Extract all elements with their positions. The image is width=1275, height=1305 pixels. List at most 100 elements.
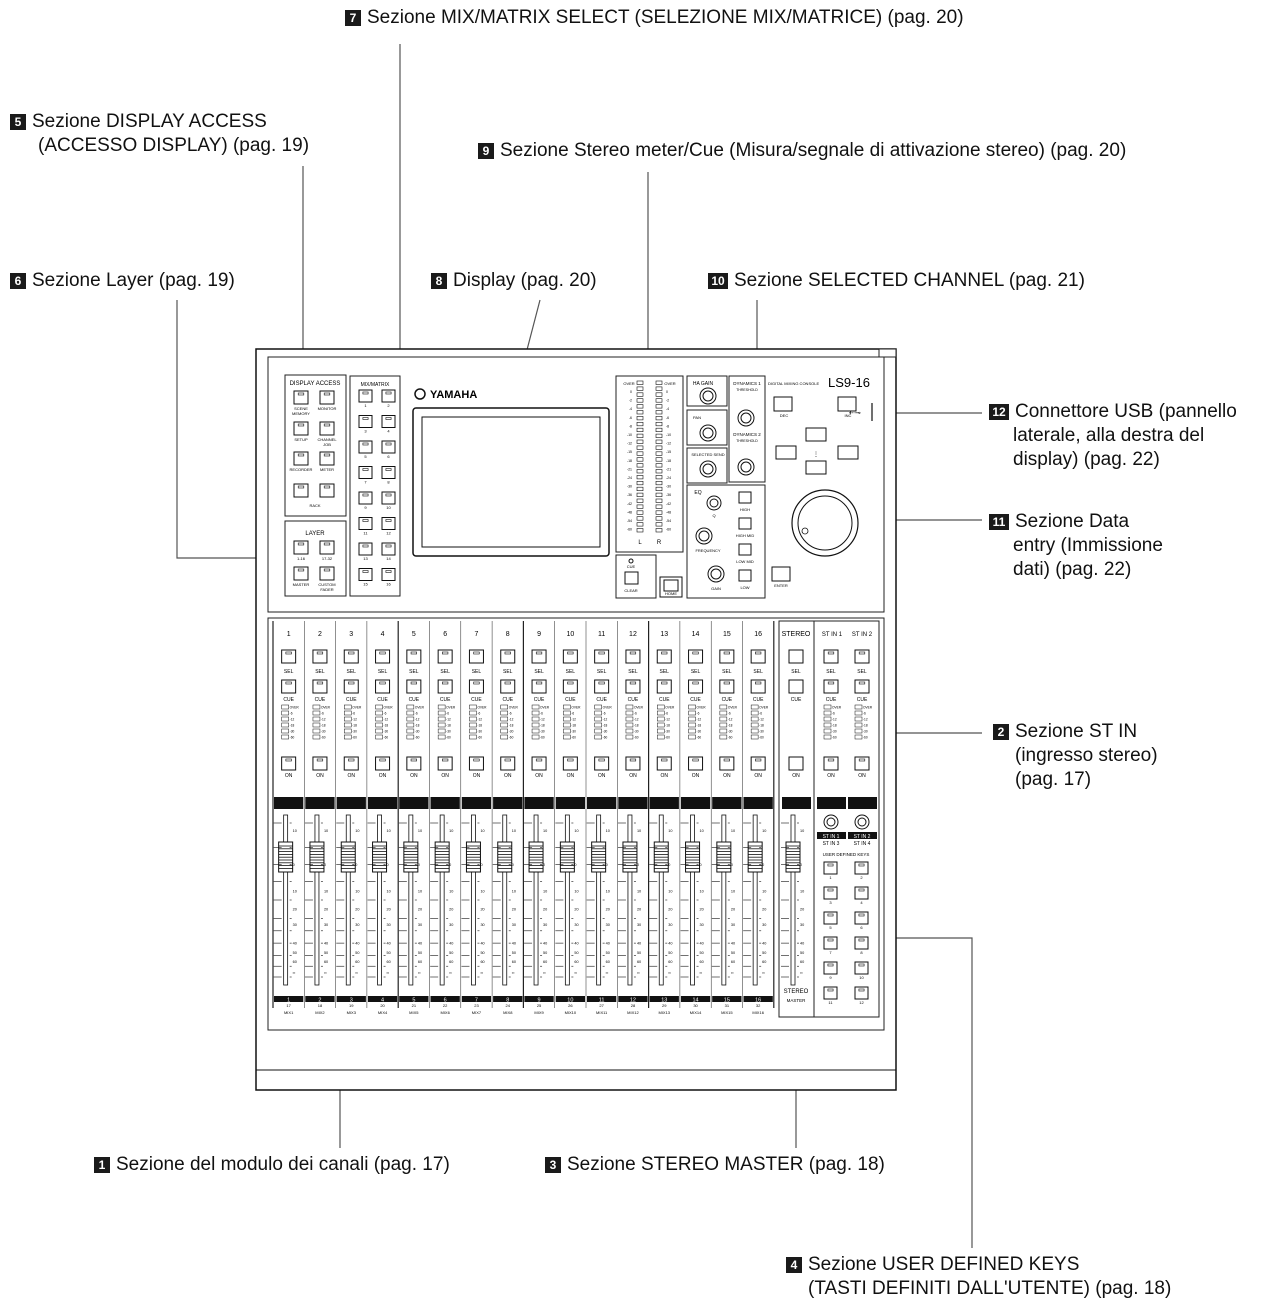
cue-button[interactable]: [625, 679, 641, 694]
fader-knob[interactable]: [747, 841, 763, 873]
cue-button[interactable]: [312, 679, 328, 694]
fader-knob[interactable]: [309, 841, 325, 873]
mix-matrix-key[interactable]: [381, 389, 396, 403]
sel-button[interactable]: [531, 649, 547, 664]
on-button[interactable]: [375, 756, 391, 771]
sel-button[interactable]: [719, 649, 735, 664]
user-defined-key[interactable]: [854, 961, 869, 975]
sel-button[interactable]: [750, 649, 766, 664]
fader-knob[interactable]: [340, 841, 356, 873]
cue-button[interactable]: [562, 679, 578, 694]
layer-key[interactable]: [319, 540, 335, 555]
on-button[interactable]: [500, 756, 516, 771]
sel-button[interactable]: [468, 649, 484, 664]
user-defined-key[interactable]: [823, 986, 838, 1000]
user-defined-key[interactable]: [823, 861, 838, 875]
cue-button[interactable]: [343, 679, 359, 694]
mix-matrix-key[interactable]: [358, 491, 373, 505]
user-defined-key[interactable]: [823, 886, 838, 900]
sel-button[interactable]: [281, 649, 297, 664]
st-in-cue-button[interactable]: [854, 679, 870, 694]
display-access-key[interactable]: [293, 451, 309, 466]
fader-knob[interactable]: [278, 841, 294, 873]
cue-button[interactable]: [656, 679, 672, 694]
cue-button[interactable]: [468, 679, 484, 694]
user-defined-key[interactable]: [854, 986, 869, 1000]
mix-matrix-key[interactable]: [381, 542, 396, 556]
fader-knob[interactable]: [528, 841, 544, 873]
on-button[interactable]: [281, 756, 297, 771]
cue-button[interactable]: [688, 679, 704, 694]
cue-button[interactable]: [406, 679, 422, 694]
fader-knob[interactable]: [591, 841, 607, 873]
fader-knob[interactable]: [559, 841, 575, 873]
user-defined-key[interactable]: [854, 886, 869, 900]
sel-button[interactable]: [656, 649, 672, 664]
fader-knob[interactable]: [403, 841, 419, 873]
mix-matrix-key[interactable]: [358, 542, 373, 556]
on-button[interactable]: [531, 756, 547, 771]
fader-knob[interactable]: [434, 841, 450, 873]
mix-matrix-key[interactable]: [381, 517, 396, 530]
sel-button[interactable]: [625, 649, 641, 664]
on-button[interactable]: [406, 756, 422, 771]
fader-knob[interactable]: [465, 841, 481, 873]
sel-button[interactable]: [562, 649, 578, 664]
fader-knob[interactable]: [372, 841, 388, 873]
mix-matrix-key[interactable]: [381, 415, 396, 428]
sel-button[interactable]: [312, 649, 328, 664]
st-in-cue-button[interactable]: [823, 679, 839, 694]
cue-button[interactable]: [500, 679, 516, 694]
cue-button[interactable]: [375, 679, 391, 694]
on-button[interactable]: [468, 756, 484, 771]
display-access-key[interactable]: [319, 421, 335, 436]
user-defined-key[interactable]: [854, 861, 869, 875]
on-button[interactable]: [688, 756, 704, 771]
mix-matrix-key[interactable]: [358, 568, 373, 581]
mix-matrix-key[interactable]: [381, 568, 396, 581]
layer-key[interactable]: [293, 566, 309, 581]
fader-knob[interactable]: [685, 841, 701, 873]
mix-matrix-key[interactable]: [381, 466, 396, 479]
user-defined-key[interactable]: [823, 911, 838, 925]
fader-knob[interactable]: [622, 841, 638, 873]
on-button[interactable]: [656, 756, 672, 771]
on-button[interactable]: [750, 756, 766, 771]
cue-button[interactable]: [437, 679, 453, 694]
mix-matrix-key[interactable]: [358, 517, 373, 530]
display-access-key[interactable]: [319, 390, 335, 405]
on-button[interactable]: [312, 756, 328, 771]
st-in-on-button[interactable]: [854, 756, 870, 771]
mix-matrix-key[interactable]: [381, 440, 396, 454]
layer-key[interactable]: [319, 566, 335, 581]
on-button[interactable]: [437, 756, 453, 771]
mix-matrix-key[interactable]: [358, 440, 373, 454]
display-access-key[interactable]: [293, 421, 309, 436]
mix-matrix-key[interactable]: [381, 491, 396, 505]
sel-button[interactable]: [375, 649, 391, 664]
on-button[interactable]: [719, 756, 735, 771]
on-button[interactable]: [625, 756, 641, 771]
mix-matrix-key[interactable]: [358, 466, 373, 479]
sel-button[interactable]: [688, 649, 704, 664]
rack-key-2[interactable]: [319, 483, 335, 498]
user-defined-key[interactable]: [854, 911, 869, 925]
cue-button[interactable]: [719, 679, 735, 694]
fader-knob[interactable]: [653, 841, 669, 873]
user-defined-key[interactable]: [823, 961, 838, 975]
fader-knob[interactable]: [497, 841, 513, 873]
cue-button[interactable]: [594, 679, 610, 694]
on-button[interactable]: [562, 756, 578, 771]
st-in-sel-button[interactable]: [854, 649, 870, 664]
sel-button[interactable]: [594, 649, 610, 664]
cue-button[interactable]: [750, 679, 766, 694]
display-access-key[interactable]: [293, 390, 309, 405]
on-button[interactable]: [594, 756, 610, 771]
sel-button[interactable]: [406, 649, 422, 664]
st-in-sel-button[interactable]: [823, 649, 839, 664]
cue-button[interactable]: [281, 679, 297, 694]
layer-key[interactable]: [293, 540, 309, 555]
display-access-key[interactable]: [319, 451, 335, 466]
mix-matrix-key[interactable]: [358, 389, 373, 403]
rack-key-1[interactable]: [293, 483, 309, 498]
